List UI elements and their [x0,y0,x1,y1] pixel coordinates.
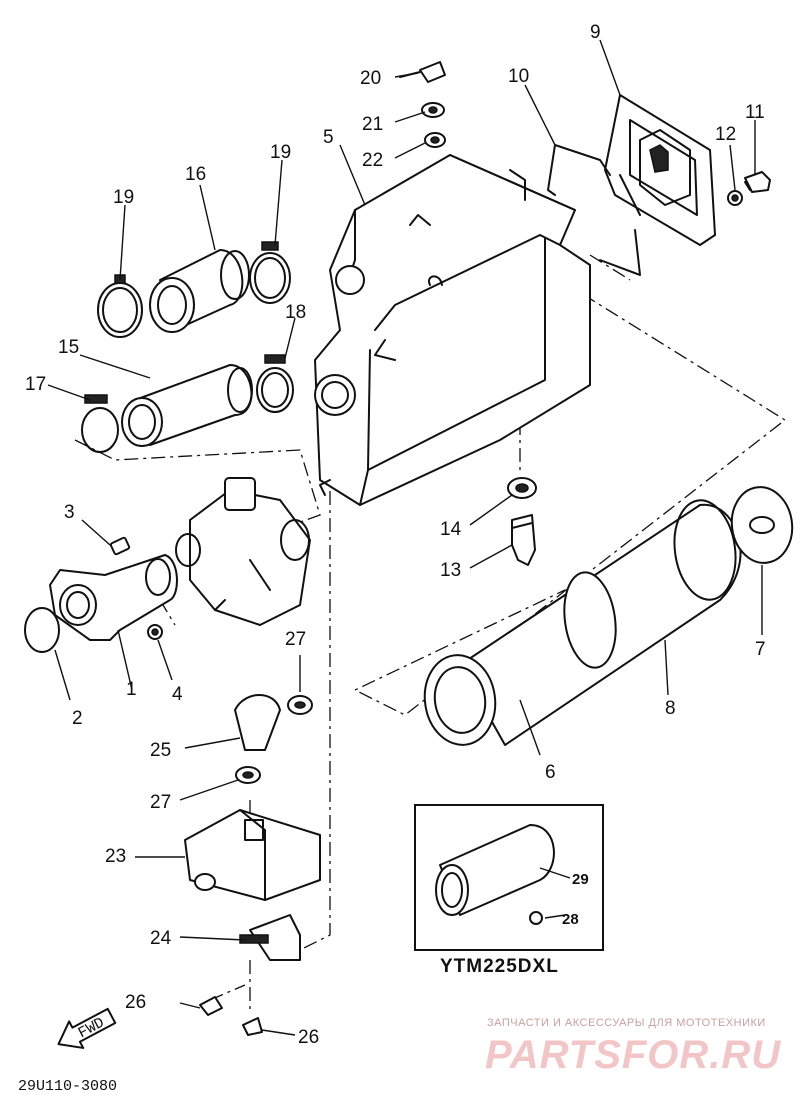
diagram-code: 29U110-3080 [18,1078,117,1095]
joint-clamp-left-part[interactable] [97,274,143,338]
breather-hose-part[interactable] [234,694,281,751]
top-grommet-part[interactable] [424,132,446,148]
callout-28: 28 [562,911,579,928]
callout-27-lower: 27 [150,792,171,813]
callout-19-left: 19 [113,187,134,208]
callout-7: 7 [755,639,766,660]
callout-10: 10 [508,66,529,87]
air-filter-case-part[interactable] [314,154,591,506]
callout-25: 25 [150,740,171,761]
breather-tank-part[interactable] [184,809,321,901]
callout-21: 21 [362,114,383,135]
bracket-screw-right-part[interactable] [242,1017,263,1036]
element-assembly-part[interactable] [419,496,742,749]
case-cap-part[interactable] [604,94,716,246]
callout-26-right: 26 [298,1027,319,1048]
manifold-bolt-part[interactable] [109,536,131,556]
element-cap-part[interactable] [727,483,797,567]
callout-29: 29 [572,871,589,888]
watermark-brand: PARTSFOR.RU [485,1033,781,1077]
callout-labels: 1 2 3 4 5 6 7 8 9 10 11 12 13 14 15 16 1… [25,22,766,1048]
drain-clip-part[interactable] [507,477,537,499]
manifold-nut-part[interactable] [147,624,163,640]
callout-24: 24 [150,928,172,949]
watermark: ЗАПЧАСТИ И АКСЕССУАРЫ ДЛЯ МОТОТЕХНИКИ PA… [485,1017,781,1077]
hose-clip-lower-part[interactable] [235,766,261,784]
callout-17: 17 [25,374,46,395]
top-collar-part[interactable] [421,102,445,118]
model-variant-inset: YTM225DXL [414,804,604,977]
carburetor-reference [175,477,311,626]
callout-26-left: 26 [125,992,146,1013]
callout-18: 18 [285,302,306,323]
callout-27-upper: 27 [285,629,306,650]
air-joint-part[interactable] [149,249,250,333]
forward-arrow-icon: FWD [57,1007,117,1049]
callout-4: 4 [172,684,183,705]
inset-model-label: YTM225DXL [440,956,559,977]
callout-15: 15 [58,337,79,358]
intake-joint-part[interactable] [121,364,253,447]
callout-23: 23 [105,846,126,867]
callout-5: 5 [323,127,334,148]
callout-19-right: 19 [270,142,291,163]
o-ring-part[interactable] [24,607,60,653]
callout-13: 13 [440,560,461,581]
joint-clamp-right-part[interactable] [249,241,291,304]
leader-lines [47,39,763,1036]
inset-nut-part[interactable] [529,911,543,925]
callout-14: 14 [440,519,462,540]
callout-11: 11 [745,102,765,123]
callout-8: 8 [665,698,676,719]
tank-bracket-part[interactable] [239,914,301,961]
callout-12: 12 [715,124,736,145]
top-bolt-part[interactable] [399,61,446,83]
callout-6: 6 [545,762,556,783]
callout-9: 9 [590,22,601,43]
manifold-part[interactable] [49,554,178,641]
bracket-screw-left-part[interactable] [199,996,223,1016]
callout-20: 20 [360,68,381,89]
inset-element-part[interactable] [435,824,555,916]
callout-16: 16 [185,164,206,185]
watermark-tagline: ЗАПЧАСТИ И АКСЕССУАРЫ ДЛЯ МОТОТЕХНИКИ [487,1017,766,1029]
cap-screw-part[interactable] [744,171,771,193]
drain-hose-part[interactable] [511,514,536,566]
cap-washer-part[interactable] [727,190,743,206]
callout-1: 1 [126,679,137,700]
callout-3: 3 [64,502,75,523]
intake-clamp-left-part[interactable] [81,394,119,453]
hose-clip-upper-part[interactable] [287,695,313,715]
callout-2: 2 [72,708,83,729]
cap-seal-part[interactable] [547,144,641,276]
intake-clamp-right-part[interactable] [256,354,294,413]
callout-22: 22 [362,150,383,171]
